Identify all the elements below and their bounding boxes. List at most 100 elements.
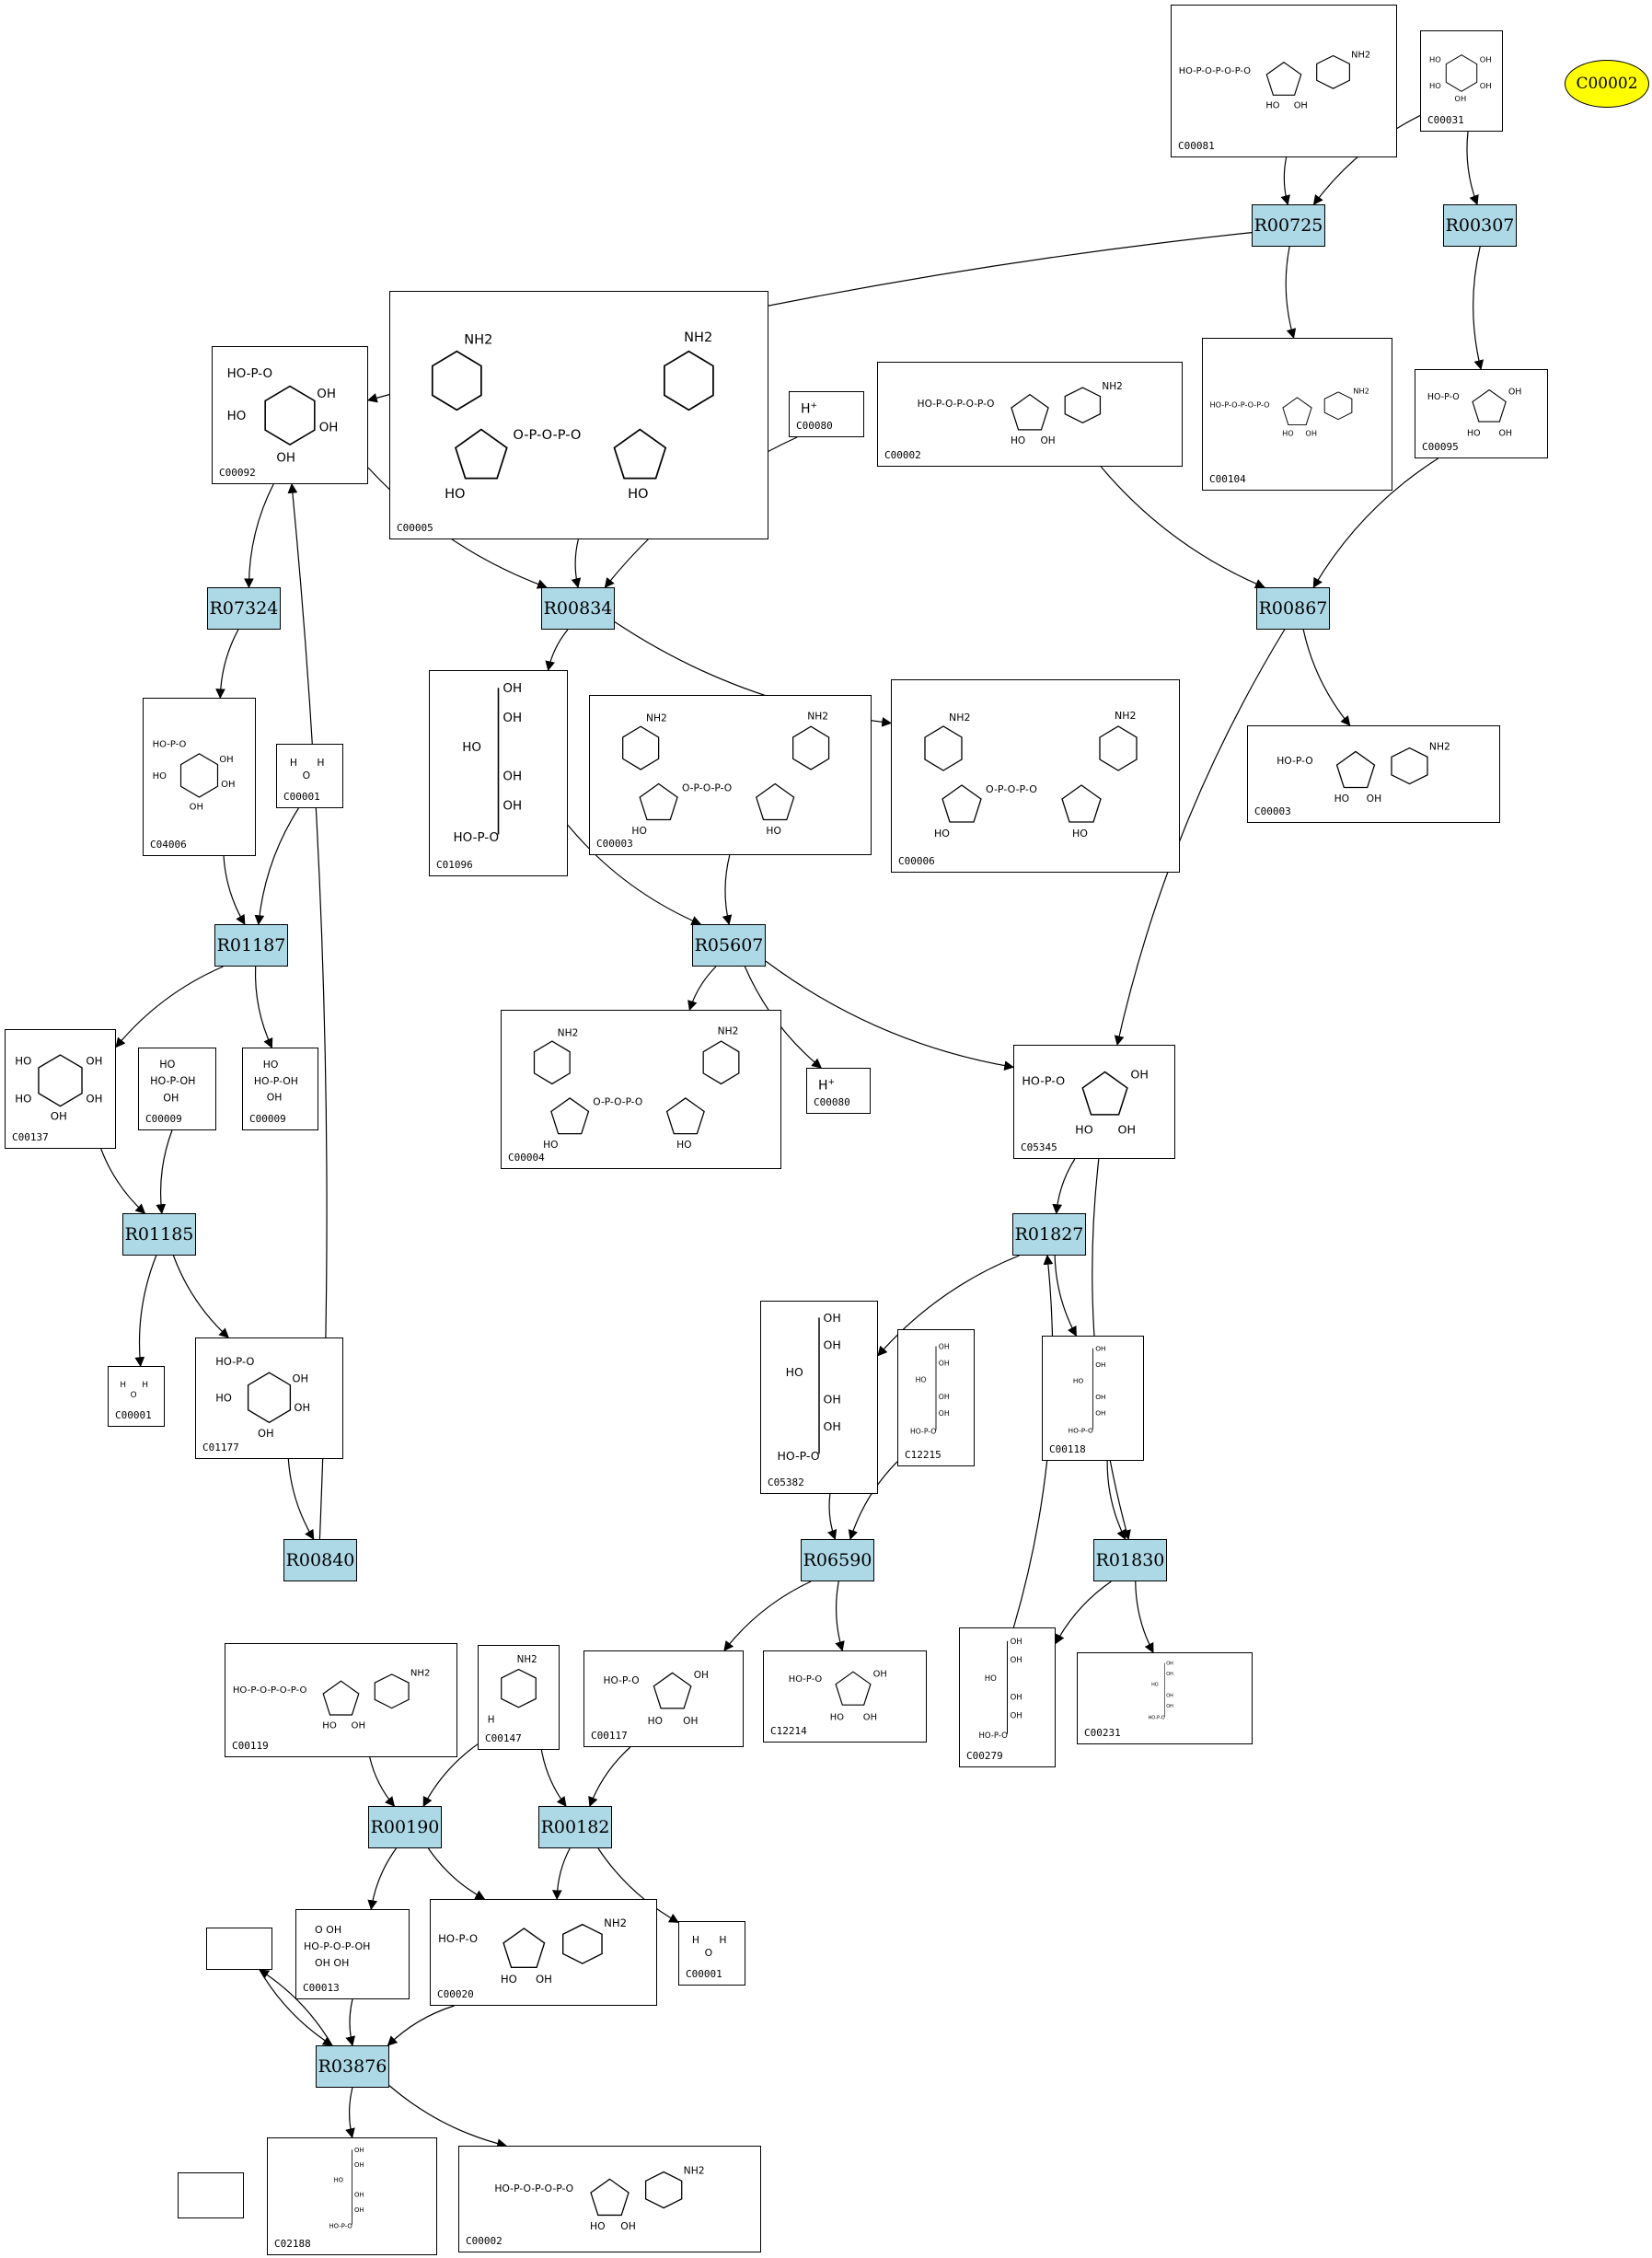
edge-c00118-to-r01830 (1106, 1460, 1126, 1540)
reaction-r06590[interactable]: R06590 (801, 1539, 874, 1581)
svg-text:OH: OH (939, 1409, 950, 1418)
compound-id: C00095 (1422, 441, 1459, 453)
svg-text:HO: HO (590, 2220, 606, 2232)
highlight-node[interactable]: C00002 (1565, 60, 1649, 108)
svg-text:HO: HO (227, 410, 247, 423)
reaction-r00834[interactable]: R00834 (541, 587, 615, 630)
svg-text:OH: OH (354, 2161, 364, 2169)
compound-id: C00031 (1427, 114, 1464, 126)
svg-text:HO-P-O-P-O-P-O: HO-P-O-P-O-P-O (494, 2183, 573, 2194)
reaction-r00190[interactable]: R00190 (368, 1806, 442, 1848)
svg-text:OH: OH (86, 1092, 102, 1105)
svg-text:HO-P-O: HO-P-O (1427, 392, 1460, 402)
edge-r00307-to-c00095 (1473, 246, 1484, 371)
svg-text:HO: HO (628, 486, 648, 502)
svg-text:HO: HO (766, 825, 780, 836)
svg-text:HO: HO (985, 1674, 997, 1684)
reaction-r00867[interactable]: R00867 (1256, 587, 1330, 630)
reaction-r01185[interactable]: R01185 (122, 1213, 196, 1256)
edge-r00190-to-c00013 (367, 1847, 397, 1911)
svg-text:OH: OH (503, 681, 522, 696)
compound-id: C00001 (686, 1968, 722, 1980)
compound-id: C00009 (249, 1113, 286, 1125)
compound-id: C00279 (966, 1750, 1003, 1762)
reaction-r05607[interactable]: R05607 (692, 924, 766, 967)
svg-text:O-P-O-P-O: O-P-O-P-O (682, 782, 732, 793)
reaction-label: R00725 (1253, 215, 1323, 236)
reaction-r01187[interactable]: R01187 (214, 924, 288, 967)
compound-id: C05345 (1021, 1141, 1057, 1153)
compound-unlabeled[interactable] (206, 1928, 272, 1970)
svg-text:H: H (290, 757, 297, 769)
reaction-r01830[interactable]: R01830 (1093, 1539, 1167, 1581)
edge-c00031-to-r00307 (1466, 131, 1479, 206)
reaction-r00725[interactable]: R00725 (1252, 204, 1325, 247)
svg-text:HO: HO (786, 1365, 803, 1379)
edge-c00147-to-r00182 (540, 1749, 567, 1807)
reaction-r03876[interactable]: R03876 (316, 2045, 389, 2088)
svg-text:OH: OH (352, 1721, 366, 1731)
svg-text:OH: OH (317, 388, 336, 401)
svg-text:OH: OH (163, 1092, 179, 1104)
svg-text:OH: OH (939, 1342, 950, 1350)
svg-text:HO-P-O: HO-P-O (153, 740, 187, 750)
compound-c00080[interactable]: H+C00080 (806, 1068, 871, 1114)
reaction-r00182[interactable]: R00182 (538, 1806, 612, 1848)
edge-r01185-to-c00001 (134, 1255, 157, 1368)
svg-text:HO: HO (153, 771, 168, 782)
svg-text:NH2: NH2 (807, 710, 828, 722)
svg-text:HO: HO (501, 1973, 517, 1986)
svg-text:HO: HO (322, 1721, 337, 1731)
reaction-r00840[interactable]: R00840 (283, 1539, 357, 1581)
reaction-r01827[interactable]: R01827 (1012, 1213, 1086, 1256)
reaction-r00307[interactable]: R00307 (1443, 204, 1517, 247)
svg-text:OH: OH (863, 1712, 877, 1722)
reaction-r07324[interactable]: R07324 (207, 587, 281, 630)
svg-text:O-P-O-P-O: O-P-O-P-O (986, 783, 1037, 795)
compound-c00080[interactable]: H+C00080 (789, 391, 864, 437)
compound-unlabeled[interactable] (178, 2172, 244, 2218)
edge-unlabeled-to-r03876 (259, 1969, 333, 2046)
compound-id: C00092 (219, 467, 256, 479)
